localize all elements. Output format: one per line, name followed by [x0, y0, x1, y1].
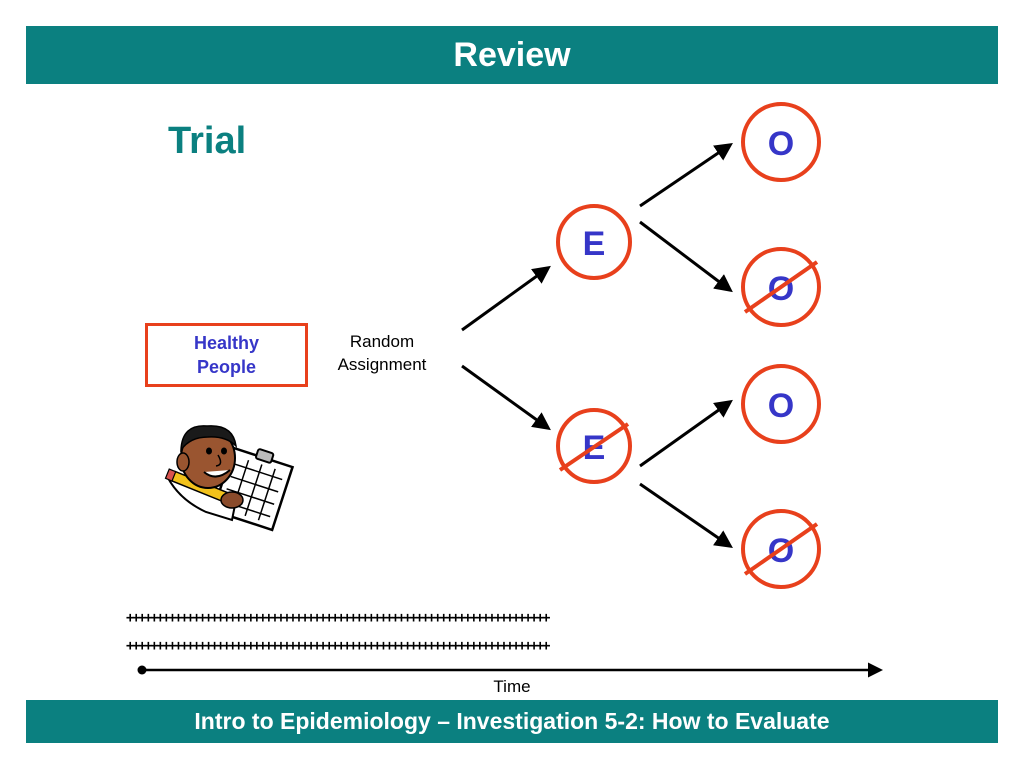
healthy-people-box: Healthy People: [145, 323, 308, 387]
footer-caption: Intro to Epidemiology – Investigation 5-…: [194, 708, 830, 734]
arrow-unexposed-to-outcome: [639, 399, 733, 468]
arrow-exposed-to-outcome: [639, 142, 733, 208]
slide-title: Review: [453, 35, 571, 74]
random-assignment-label: Random Assignment: [337, 332, 427, 374]
exposed-letter: E: [583, 225, 606, 263]
timeline-plus-row-1: ++++++++++++++++++++++++++++++++++++++++…: [126, 610, 550, 626]
outcome-letter-1: O: [768, 125, 794, 163]
footer-banner: Intro to Epidemiology – Investigation 5-…: [26, 700, 998, 743]
timeline-plus-row-2: ++++++++++++++++++++++++++++++++++++++++…: [126, 638, 550, 654]
arrow-exposed-to-no-outcome: [639, 220, 733, 293]
strike-line: [558, 422, 630, 472]
outcome-node-3: O: [741, 364, 821, 444]
strike-line: [743, 260, 819, 314]
outcome-letter-3: O: [768, 387, 794, 425]
title-banner: Review: [26, 26, 998, 84]
outcome-node-4: O: [741, 509, 821, 589]
outcome-node-2: O: [741, 247, 821, 327]
trial-heading: Trial: [168, 120, 247, 162]
strike-line: [743, 522, 819, 576]
unexposed-node: E: [556, 408, 632, 484]
exposed-node: E: [556, 204, 632, 280]
outcome-node-1: O: [741, 102, 821, 182]
researcher-illustration: [164, 425, 295, 532]
time-label: Time: [493, 677, 531, 696]
time-axis-start-dot: [137, 665, 147, 675]
arrow-unexposed-to-no-outcome: [639, 482, 733, 549]
arrow-to-unexposed: [461, 364, 551, 431]
arrow-to-exposed: [461, 265, 551, 332]
